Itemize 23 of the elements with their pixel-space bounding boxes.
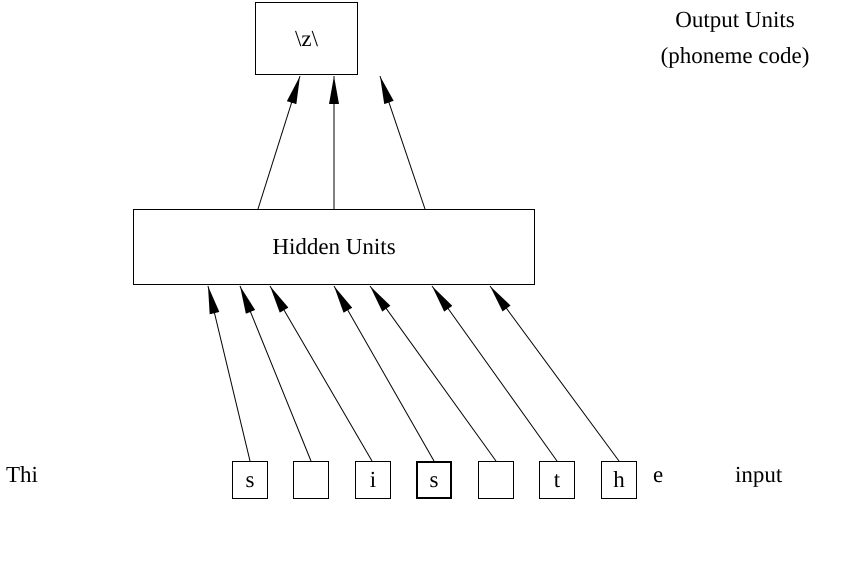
arrow (240, 286, 312, 462)
arrow (380, 76, 426, 210)
input-letter-box: t (539, 461, 575, 499)
hidden-units-box: Hidden Units (133, 209, 535, 285)
arrow (490, 286, 620, 462)
input-fragment-text: e (653, 462, 664, 488)
empty-letter-box (293, 461, 329, 499)
empty-letter-box (478, 461, 514, 499)
input-fragment-text: Thi (6, 462, 38, 488)
input-letter-box: i (355, 461, 391, 499)
arrow (208, 286, 250, 462)
output-unit-box: \z\ (255, 2, 358, 75)
input-letter-box: s (232, 461, 268, 499)
arrow (370, 286, 496, 462)
arrow (329, 76, 339, 210)
arrow (258, 76, 300, 210)
input-letter-box: s (416, 461, 452, 499)
arrow (334, 286, 434, 462)
input-letter-box: h (601, 461, 637, 499)
arrow (432, 286, 558, 462)
input-label: input (735, 462, 782, 488)
output-units-label: Output Units (phoneme code) (660, 6, 810, 70)
arrow (270, 286, 372, 462)
